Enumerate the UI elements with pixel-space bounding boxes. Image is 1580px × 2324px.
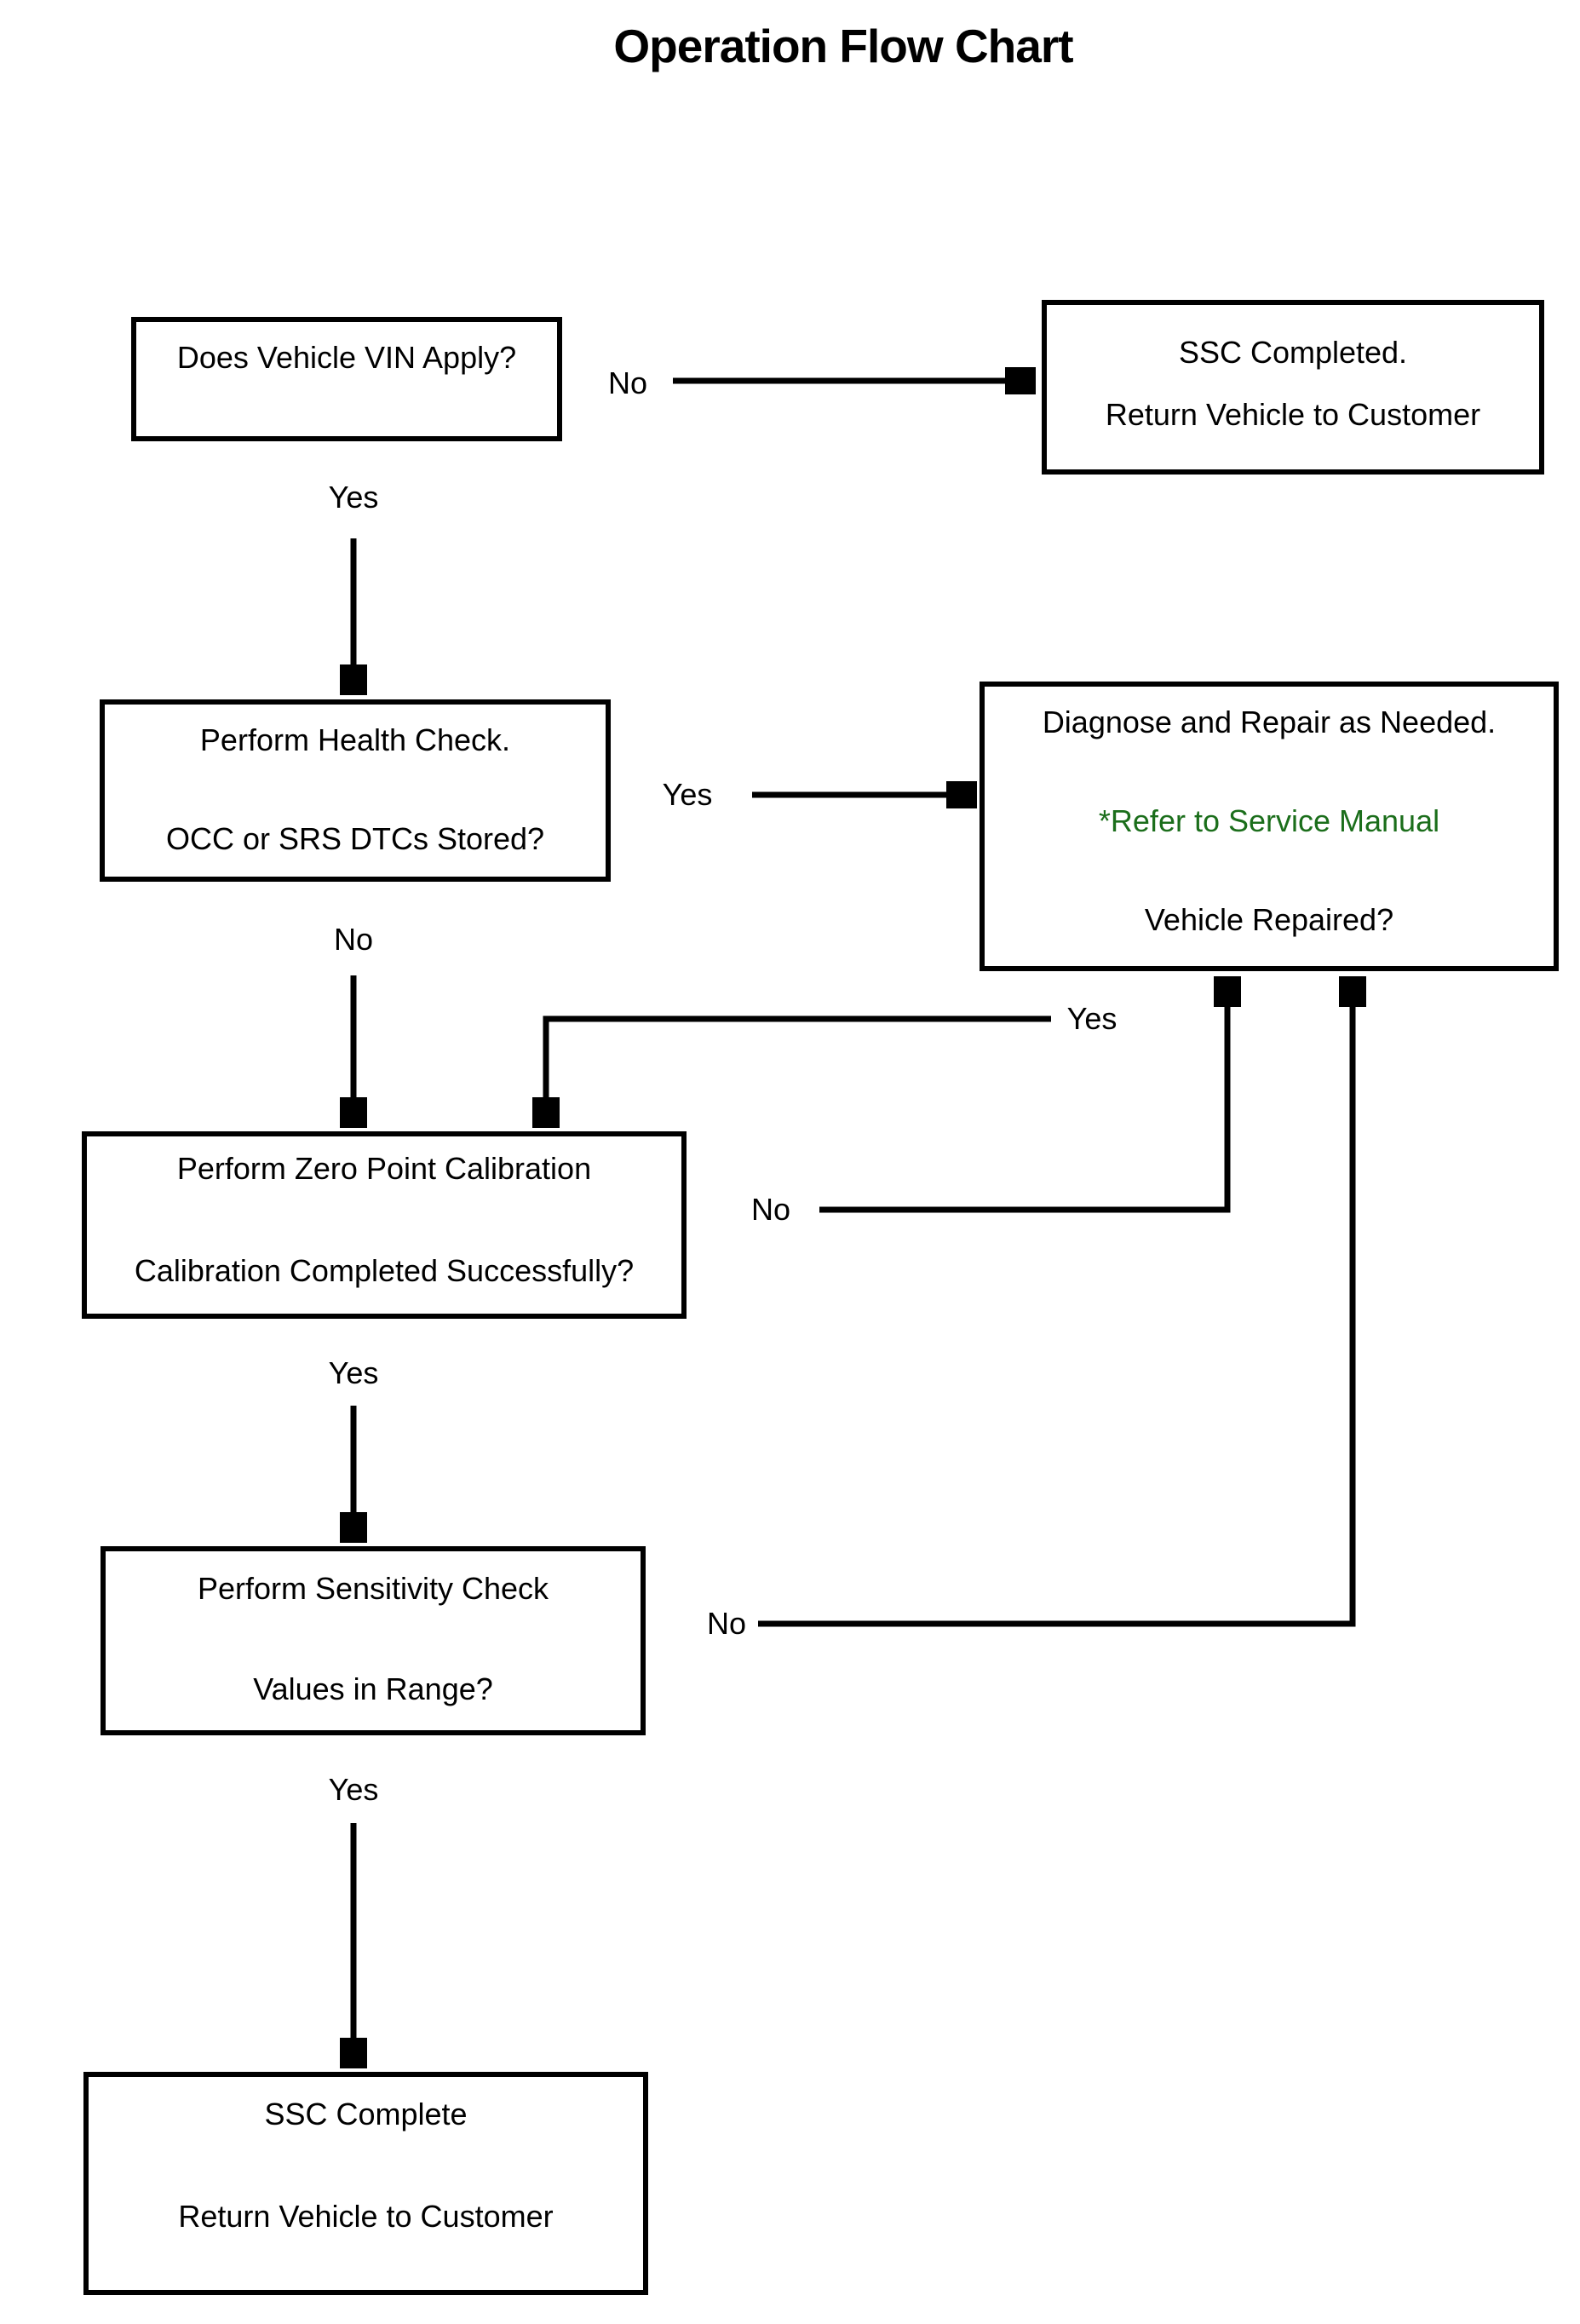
box-line: Diagnose and Repair as Needed. bbox=[1042, 705, 1497, 739]
box-line: Perform Sensitivity Check bbox=[197, 1571, 549, 1606]
box-line: SSC Completed. bbox=[1178, 335, 1408, 370]
page-title: Operation Flow Chart bbox=[613, 20, 1073, 72]
box-line: Vehicle Repaired? bbox=[1144, 902, 1394, 937]
branch-label-yes: Yes bbox=[662, 777, 713, 812]
branch-label-yes: Yes bbox=[328, 1772, 379, 1807]
branch-label-no: No bbox=[750, 1192, 791, 1227]
branch-label-yes: Yes bbox=[1066, 1001, 1117, 1036]
flow-box-ssc-complete: SSC Complete Return Vehicle to Customer bbox=[83, 2072, 648, 2295]
flow-box-vin-apply: Does Vehicle VIN Apply? bbox=[131, 317, 562, 441]
branch-label-no: No bbox=[706, 1606, 747, 1641]
flow-box-diagnose-repair: Diagnose and Repair as Needed. *Refer to… bbox=[980, 682, 1559, 971]
box-line: Perform Health Check. bbox=[199, 722, 511, 757]
box-line: Calibration Completed Successfully? bbox=[134, 1253, 635, 1288]
branch-label-no: No bbox=[333, 922, 374, 957]
connector-zero-no-arrow bbox=[819, 980, 1227, 1213]
flow-box-ssc-completed: SSC Completed. Return Vehicle to Custome… bbox=[1042, 300, 1544, 475]
box-line-service-manual-note: *Refer to Service Manual bbox=[1098, 803, 1440, 838]
connector-diagnose-yes-arrow bbox=[546, 1015, 1051, 1125]
box-line: Perform Zero Point Calibration bbox=[176, 1151, 592, 1186]
connector-sensitivity-no-arrow bbox=[758, 980, 1353, 1627]
flow-box-sensitivity-check: Perform Sensitivity Check Values in Rang… bbox=[101, 1546, 646, 1735]
branch-label-no: No bbox=[607, 365, 648, 400]
flow-box-zero-point-calibration: Perform Zero Point Calibration Calibrati… bbox=[82, 1131, 687, 1319]
box-line: Does Vehicle VIN Apply? bbox=[176, 340, 517, 375]
box-line: Return Vehicle to Customer bbox=[178, 2199, 554, 2234]
branch-label-yes: Yes bbox=[328, 1355, 379, 1390]
box-line: OCC or SRS DTCs Stored? bbox=[165, 821, 545, 856]
branch-label-yes: Yes bbox=[328, 480, 379, 515]
flow-box-health-check: Perform Health Check. OCC or SRS DTCs St… bbox=[100, 699, 611, 882]
box-line: Values in Range? bbox=[253, 1671, 493, 1706]
box-line: SSC Complete bbox=[264, 2097, 468, 2131]
box-line: Return Vehicle to Customer bbox=[1105, 397, 1481, 432]
